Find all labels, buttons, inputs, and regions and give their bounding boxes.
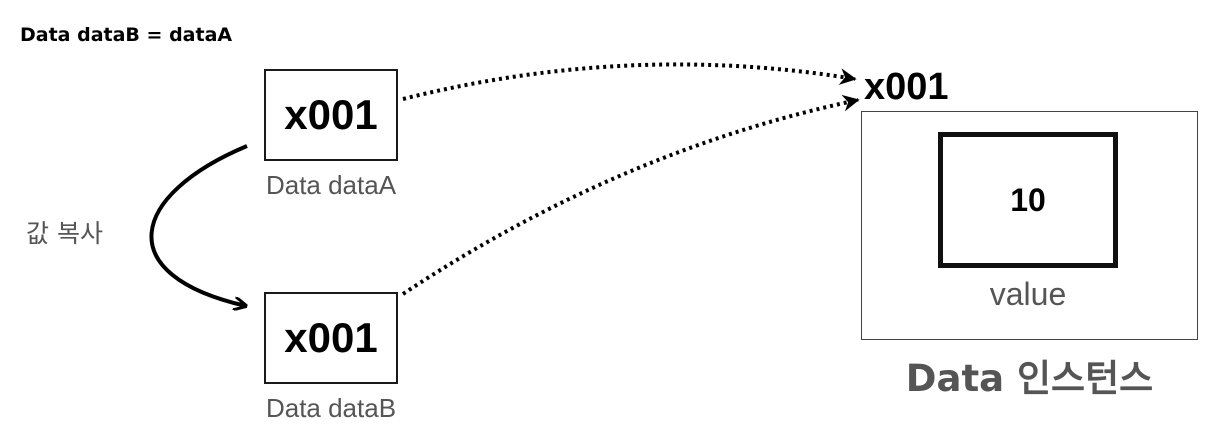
reference-box-dataB: x001 bbox=[264, 292, 398, 384]
value-field-value: 10 bbox=[1010, 181, 1046, 218]
instance-box bbox=[861, 111, 1198, 340]
copy-value-label: 값 복사 bbox=[26, 219, 103, 248]
reference-box-dataA: x001 bbox=[264, 69, 398, 161]
variable-label-dataA: Data dataA bbox=[265, 170, 397, 200]
instance-label: Data 인스턴스 bbox=[905, 357, 1154, 400]
value-field-label: value bbox=[989, 276, 1067, 312]
value-field-box: 10 bbox=[938, 132, 1118, 268]
reference-arrow-dataA bbox=[402, 62, 857, 101]
reference-value-dataA: x001 bbox=[284, 91, 378, 138]
variable-label-dataB: Data dataB bbox=[265, 393, 397, 423]
instance-address-label: x001 bbox=[864, 66, 949, 108]
reference-value-dataB: x001 bbox=[284, 314, 378, 361]
copy-arrow bbox=[149, 144, 247, 306]
code-title: Data dataB = dataA bbox=[20, 24, 233, 46]
reference-arrow-dataB bbox=[401, 94, 860, 296]
